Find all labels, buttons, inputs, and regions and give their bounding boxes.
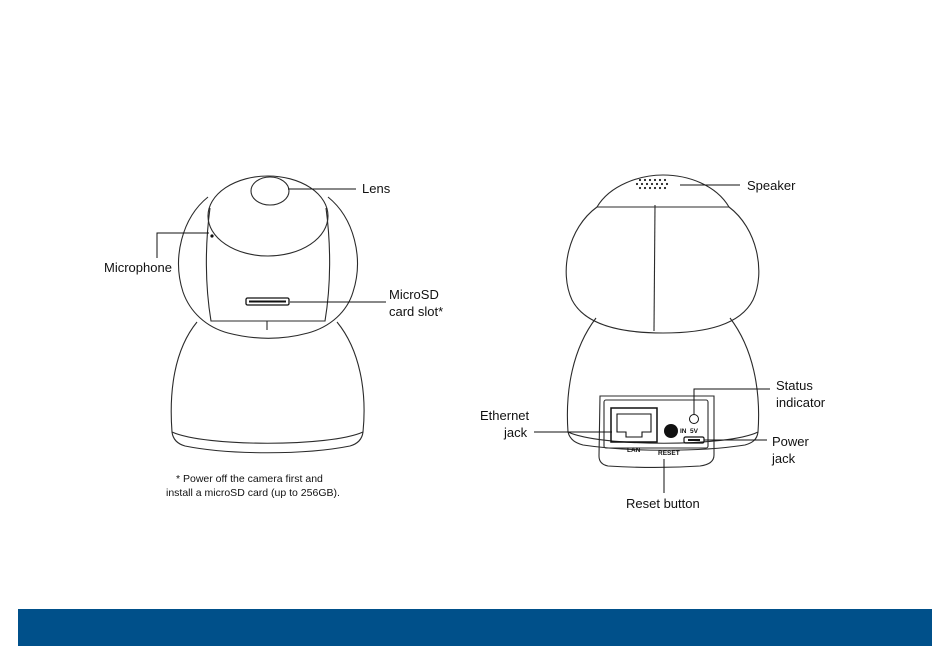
microsd-label-line2: card slot* [389,304,443,319]
speaker-holes [636,179,668,189]
lens-shape [251,177,289,205]
ethernet-label-line2: jack [503,425,528,440]
microphone-hole [210,234,213,237]
speaker-label: Speaker [747,178,796,193]
reset-port-label: RESET [658,450,680,457]
front-head [206,208,329,321]
ethernet-label-line1: Ethernet [480,408,530,423]
front-yoke [179,197,358,338]
five-v-port-label: 5V [690,428,699,435]
front-base [171,322,364,443]
footer-bar [18,609,932,646]
microsd-note-line2: install a microSD card (up to 256GB). [166,487,340,499]
lan-port-label: LAN [627,447,641,454]
power-label-line1: Power [772,434,810,449]
status-indicator-led [690,415,699,424]
microsd-label-line1: MicroSD [389,287,439,302]
microphone-label: Microphone [104,260,172,275]
status-label-line2: indicator [776,395,826,410]
in-port-label: IN [680,428,687,435]
microsd-slot-inner [249,301,286,303]
back-seam [654,205,655,331]
microsd-note-line1: * Power off the camera first and [176,473,323,485]
status-label-line1: Status [776,378,813,393]
back-top-cap [597,175,729,207]
microphone-leader [157,233,209,258]
reset-button-label: Reset button [626,496,700,511]
reset-button [664,424,678,438]
back-base [567,318,758,443]
front-view: Lens Microphone MicroSD card slot* * Pow… [104,176,443,499]
back-head [566,207,759,333]
power-label-line2: jack [771,451,796,466]
front-base-rim [172,432,363,453]
power-jack-inner [688,439,700,441]
ethernet-jack-socket [617,414,651,437]
back-view: LAN RESET IN 5V Speaker Status indicator… [480,175,826,511]
lens-label: Lens [362,181,391,196]
front-head-top [208,176,328,256]
